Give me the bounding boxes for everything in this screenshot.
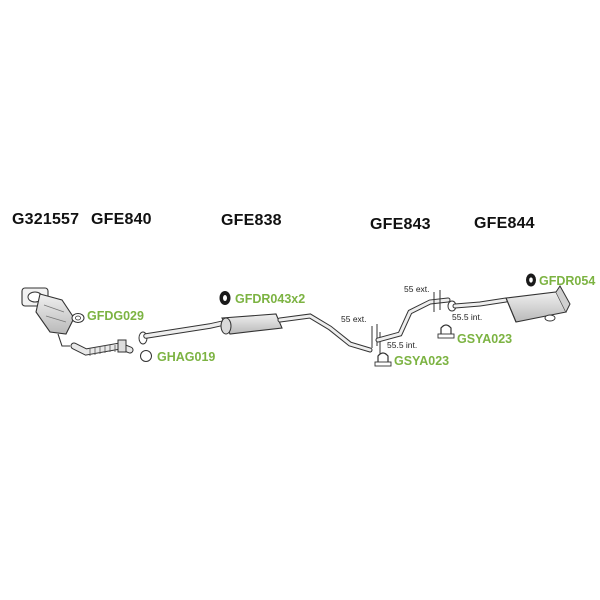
catalytic-converter[interactable]	[21, 287, 75, 347]
rubber-mount-icon	[526, 273, 536, 287]
accessory-label[interactable]: GFDR054	[539, 274, 596, 288]
part-number-label[interactable]: GFE838	[221, 212, 282, 229]
joint-ext-label: 55 ext.	[404, 284, 430, 294]
accessory-label[interactable]: GFDG029	[87, 309, 144, 323]
joint-int-label: 55.5 int.	[387, 340, 418, 350]
pipe-joint-1	[371, 324, 381, 354]
flex-front-pipe[interactable]	[70, 339, 134, 356]
joint-ext-label: 55 ext.	[341, 314, 367, 324]
joint-int-label: 55.5 int.	[452, 312, 483, 322]
part-number-label[interactable]: G321557	[12, 211, 80, 228]
part-number-label[interactable]: GFE840	[91, 211, 152, 228]
part-number-label[interactable]: GFE843	[370, 216, 431, 233]
u-bolt-clamp-icon	[374, 352, 392, 367]
ring-gasket-icon	[140, 350, 152, 362]
rubber-mount-icon	[219, 291, 231, 305]
accessory-label[interactable]: GFDR043x2	[235, 292, 306, 306]
part-number-label[interactable]: GFE844	[474, 215, 535, 232]
accessory-label[interactable]: GHAG019	[157, 350, 216, 364]
intermediate-pipe[interactable]	[375, 290, 451, 343]
accessory-label[interactable]: GSYA023	[457, 332, 513, 346]
flange-gasket-icon	[71, 313, 85, 323]
rear-silencer[interactable]	[447, 285, 571, 323]
accessory-label[interactable]: GSYA023	[394, 354, 450, 368]
centre-silencer-pipe[interactable]	[138, 313, 373, 353]
u-bolt-clamp-icon	[437, 324, 455, 339]
